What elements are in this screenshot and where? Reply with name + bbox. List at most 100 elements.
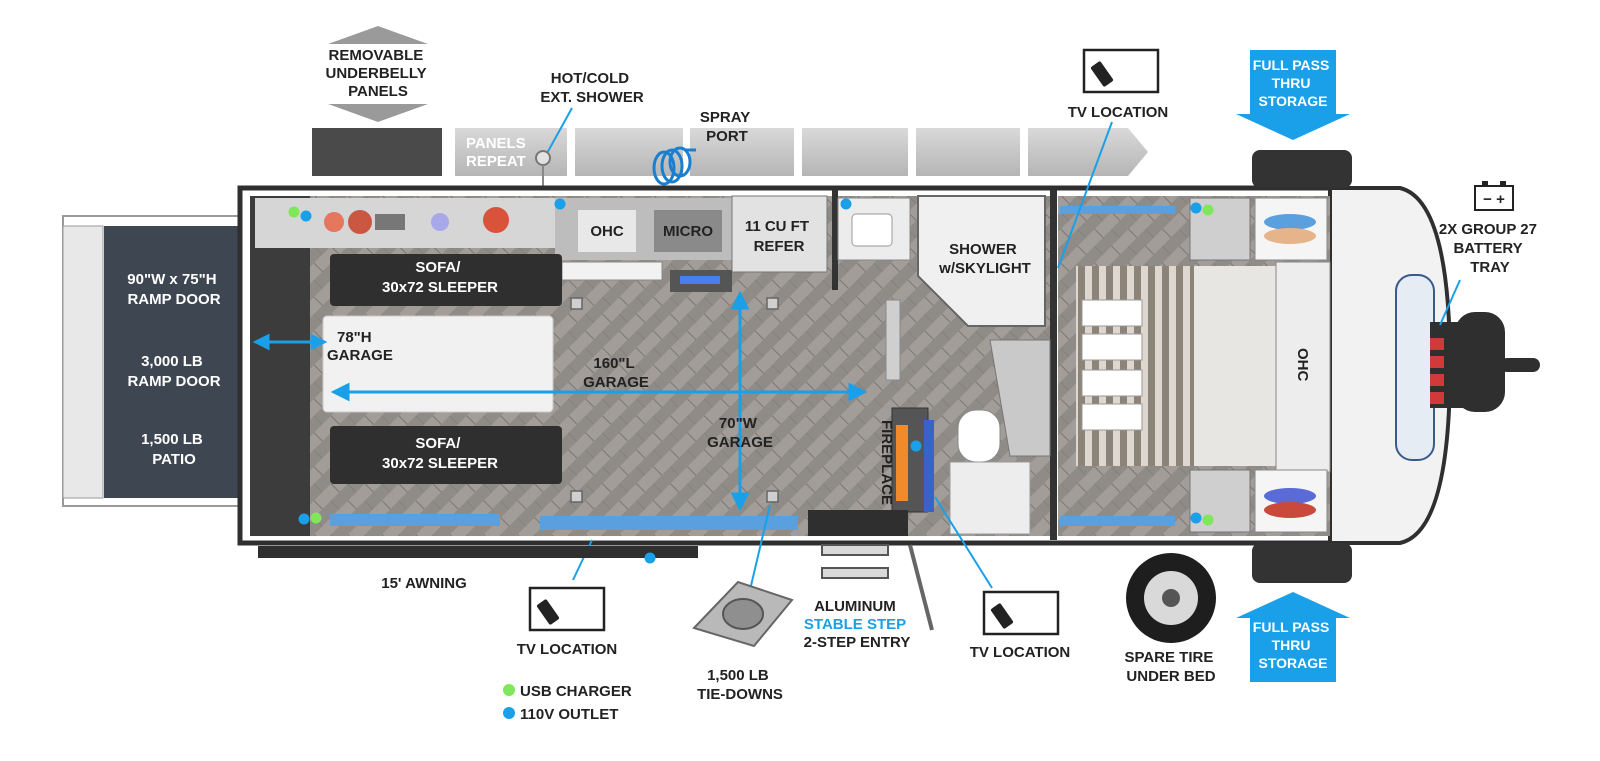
tie-down-leader <box>749 504 771 591</box>
shoe-rack <box>1081 299 1143 431</box>
garage-length-arrow <box>330 382 868 402</box>
full-pass-bottom-label: FULL PASS THRU STORAGE <box>1253 619 1333 671</box>
tv-remote-icon <box>982 590 1060 636</box>
sofa-top <box>330 254 562 306</box>
tv-leader <box>934 496 993 589</box>
wardrobe-bottom <box>1189 469 1251 533</box>
fireplace-glass <box>924 420 934 512</box>
garage-width-arrow <box>730 290 750 512</box>
legend-outlet-label: 110V OUTLET <box>520 706 618 723</box>
tv-remote-icon <box>1082 48 1160 94</box>
tv-remote-icon <box>528 586 606 632</box>
tv-location-label: TV LOCATION <box>517 641 618 658</box>
bath-door <box>989 339 1051 457</box>
garage-rear-strip <box>250 196 310 536</box>
window <box>1060 516 1175 526</box>
ramp-weight-label: 3,000 LB RAMP DOOR <box>127 353 220 390</box>
tv-leader <box>1057 121 1113 269</box>
underbelly-panel-arrow <box>1028 128 1148 176</box>
sofa-bottom <box>330 426 562 484</box>
refrigerator <box>731 195 828 273</box>
usb-charger-dots <box>288 204 1214 526</box>
tv-location-label: TV LOCATION <box>1068 104 1169 121</box>
sink-counter <box>561 261 663 281</box>
legend-usb-dot <box>503 684 515 696</box>
battery-markers <box>1430 338 1444 404</box>
garage-length-label: 160"L GARAGE <box>583 355 649 391</box>
hitch-tongue <box>1500 358 1540 372</box>
tv-location-label: TV LOCATION <box>970 644 1071 661</box>
shower-label: SHOWER w/SKYLIGHT <box>938 241 1031 277</box>
sofa-top-label: SOFA/ 30x72 SLEEPER <box>382 259 498 296</box>
spare-tire-icon <box>1126 553 1216 643</box>
garage-height-label: 78"H GARAGE <box>327 329 393 364</box>
entry-door <box>808 510 908 536</box>
ramp-hinge <box>62 225 104 499</box>
double-arrow-icon <box>328 26 428 122</box>
spray-port-label: SPRAY PORT <box>700 109 754 145</box>
ramp-size-label: 90"W x 75"H RAMP DOOR <box>127 271 220 308</box>
window <box>1060 206 1175 214</box>
battery-leader <box>1439 279 1461 326</box>
toilet <box>957 409 1001 463</box>
underbelly-panel <box>690 128 794 176</box>
stored-gear-icon <box>324 207 509 234</box>
svg-text:− +: − + <box>1483 191 1505 208</box>
microwave <box>654 210 722 252</box>
interior-door <box>885 299 901 381</box>
underbelly-panel <box>802 128 908 176</box>
partition-wall <box>832 190 838 290</box>
ohc-label: OHC <box>590 223 624 240</box>
bed-pillows <box>1194 266 1276 466</box>
battery-icon: − + <box>1474 181 1514 211</box>
bath-cabinet <box>949 461 1031 535</box>
shower-fixture-icon <box>535 150 551 166</box>
dinette-table <box>322 315 554 413</box>
front-jack-top <box>1252 150 1352 188</box>
tie-down-points <box>570 297 779 503</box>
full-pass-bottom-arrow <box>1236 592 1350 682</box>
legend: USB CHARGER 110V OUTLET <box>503 683 632 723</box>
ramp-door <box>104 226 240 498</box>
shower-stall <box>917 195 1046 327</box>
underbelly-panel <box>916 128 1020 176</box>
ext-shower-label: HOT/COLD EXT. SHOWER <box>540 70 644 106</box>
refer-label: 11 CU FT REFER <box>745 218 813 255</box>
spray-hose-icon <box>652 146 696 186</box>
storage-items <box>1264 214 1316 518</box>
brand-logo <box>1395 274 1435 461</box>
window <box>540 516 798 530</box>
fireplace-flame <box>896 425 908 501</box>
spare-tire-label: SPARE TIRE UNDER BED <box>1124 649 1217 685</box>
garage-height-arrow <box>252 333 328 351</box>
hitch-coupler <box>1455 312 1505 412</box>
battery-label: 2X GROUP 27 BATTERY TRAY <box>1439 221 1541 276</box>
step-label: ALUMINUM STABLE STEP 2-STEP ENTRY <box>804 598 911 651</box>
legend-outlet-dot <box>503 707 515 719</box>
window <box>330 514 500 526</box>
outlet-dots <box>298 198 1202 564</box>
underbelly-panel-dark <box>312 128 442 176</box>
fireplace-label: FIREPLACE <box>878 420 895 505</box>
front-jack-bottom <box>1252 543 1352 583</box>
legend-usb-label: USB CHARGER <box>520 683 632 700</box>
bedroom-wall <box>1050 190 1057 540</box>
entry-handrail <box>908 544 934 631</box>
patio-label: 1,500 LB PATIO <box>141 431 207 468</box>
micro-label: MICRO <box>663 223 713 240</box>
garage-width-label: 70"W GARAGE <box>707 415 773 451</box>
tie-down-icon <box>692 580 794 648</box>
bed-ohc-label: OHC <box>1294 348 1311 382</box>
bed-ohc <box>1275 261 1331 473</box>
awning <box>258 546 698 558</box>
full-pass-top-arrow <box>1236 50 1350 140</box>
ohc-cabinet <box>578 210 636 252</box>
underbelly-label: REMOVABLE UNDERBELLY PANELS <box>325 47 430 100</box>
tie-downs-label: 1,500 LB TIE-DOWNS <box>697 667 783 703</box>
bath-sink <box>851 213 893 247</box>
sofa-bottom-label: SOFA/ 30x72 SLEEPER <box>382 435 498 472</box>
underbelly-panel-strip <box>312 128 1148 176</box>
cooktop-burners <box>680 276 720 284</box>
ext-shower-leader <box>545 107 573 156</box>
